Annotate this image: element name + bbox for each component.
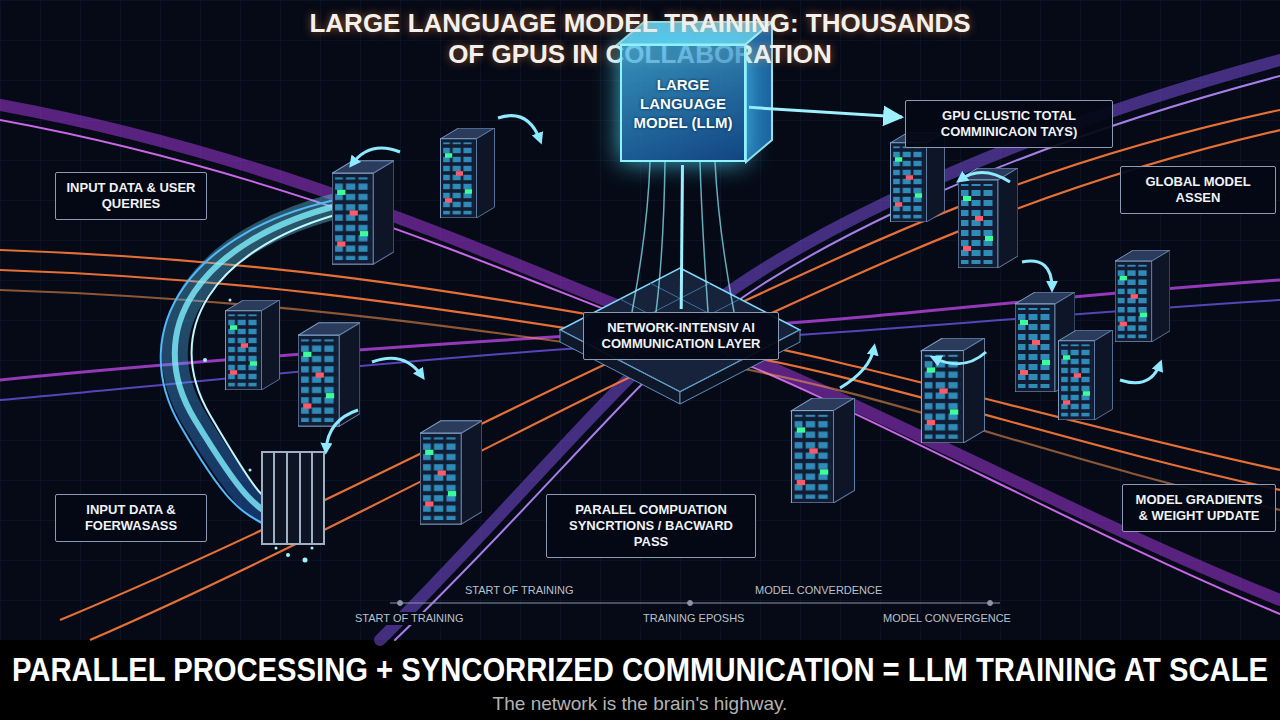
beams	[700, 162, 708, 312]
timeline	[390, 603, 1000, 604]
data-particles	[303, 558, 308, 563]
connector	[681, 165, 682, 309]
sync-arrows	[326, 410, 358, 450]
data-particles	[286, 553, 290, 557]
node-text: GPU CLUSTIC TOTAL COMMINICAON TAYS)	[915, 108, 1103, 140]
gate	[286, 452, 288, 544]
sync-arrows	[840, 348, 874, 388]
data-particles	[229, 299, 232, 302]
orange-streams	[0, 110, 1280, 640]
sync-arrows	[352, 148, 400, 164]
label-box: PARALEL COMPUATION SYNCRTIONS / BACWARD …	[546, 494, 756, 558]
beams	[715, 162, 734, 312]
model-cube: LARGE LANGUAGE MODEL (LLM)	[620, 44, 746, 162]
purple-streams	[395, 76, 1280, 640]
gate	[311, 452, 313, 544]
timeline-label: TRAINING EPOSHS	[640, 612, 747, 625]
timeline	[988, 601, 993, 606]
data-particles	[203, 358, 207, 362]
gpu-racks	[441, 128, 495, 218]
sync-arrows	[326, 116, 1160, 450]
beams	[632, 162, 650, 312]
gpu-racks	[226, 300, 280, 390]
orange-streams	[90, 130, 1280, 640]
node-text: GLOBAL MODEL ASSEN	[1130, 174, 1266, 206]
gate	[273, 452, 275, 544]
node-text: NETWORK-INTENSIV AI COMMUNICATION LAYER	[593, 320, 769, 352]
illustration	[0, 640, 1280, 720]
node-text: LARGE LANGUAGE MODEL (LLM)	[630, 75, 736, 132]
data-particles	[311, 547, 314, 550]
gpu-racks	[792, 398, 855, 503]
beams	[656, 162, 665, 312]
gate	[262, 452, 324, 544]
timeline-label: MODEL CONVERDENCE	[752, 584, 885, 597]
connector	[749, 107, 902, 117]
sync-arrows	[372, 358, 422, 376]
label-box: GPU CLUSTIC TOTAL COMMINICAON TAYS)	[905, 100, 1113, 148]
timeline	[398, 601, 403, 606]
timeline-label: MODEL CONVERGENCE	[880, 612, 1014, 625]
gpu-racks	[1115, 250, 1170, 342]
node-text: PARALEL COMPUATION SYNCRTIONS / BACWARD …	[556, 502, 746, 550]
sync-arrows	[1120, 364, 1160, 383]
node-text: MODEL GRADIENTS & WEIGHT UPDATE	[1132, 492, 1266, 524]
timeline	[390, 601, 1000, 606]
gate	[299, 452, 301, 544]
gpu-racks	[298, 323, 360, 426]
gate	[262, 452, 324, 544]
gpu-racks	[958, 168, 1018, 268]
gpu-racks	[226, 128, 1171, 524]
beams	[632, 162, 734, 312]
illustration	[0, 0, 1280, 640]
caption: PARALLEL PROCESSING + SYNCORRIZED COMMUN…	[12, 650, 1268, 688]
orange-streams	[60, 110, 1280, 620]
label-box: INPUT DATA & USER QUERIES	[55, 172, 207, 220]
node-text: INPUT DATA & FOERWASASS	[65, 502, 197, 534]
node-text: INPUT DATA & USER QUERIES	[65, 180, 197, 212]
label-box: NETWORK-INTENSIV AI COMMUNICATION LAYER	[583, 312, 779, 360]
gpu-racks	[332, 161, 394, 264]
purple-streams	[380, 60, 1280, 640]
purple-streams	[0, 105, 1280, 600]
gpu-racks	[420, 421, 482, 524]
label-box: GLOBAL MODEL ASSEN	[1120, 166, 1276, 214]
data-particles	[275, 547, 278, 550]
timeline	[688, 601, 693, 606]
timeline-label: START OF TRAINING	[462, 584, 577, 597]
sync-arrows	[498, 116, 540, 140]
sync-arrows	[960, 172, 1010, 182]
label-box: MODEL GRADIENTS & WEIGHT UPDATE	[1122, 484, 1276, 532]
gpu-racks	[1059, 330, 1113, 420]
data-particles	[249, 469, 252, 472]
tagline: The network is the brain's highway.	[0, 693, 1280, 715]
label-box: INPUT DATA & FOERWASASS	[55, 494, 207, 542]
sync-arrows	[1022, 261, 1052, 288]
timeline-label: START OF TRAINING	[352, 612, 467, 625]
sync-arrows	[934, 352, 986, 364]
gpu-racks	[922, 338, 985, 443]
purple-streams	[0, 120, 1280, 614]
